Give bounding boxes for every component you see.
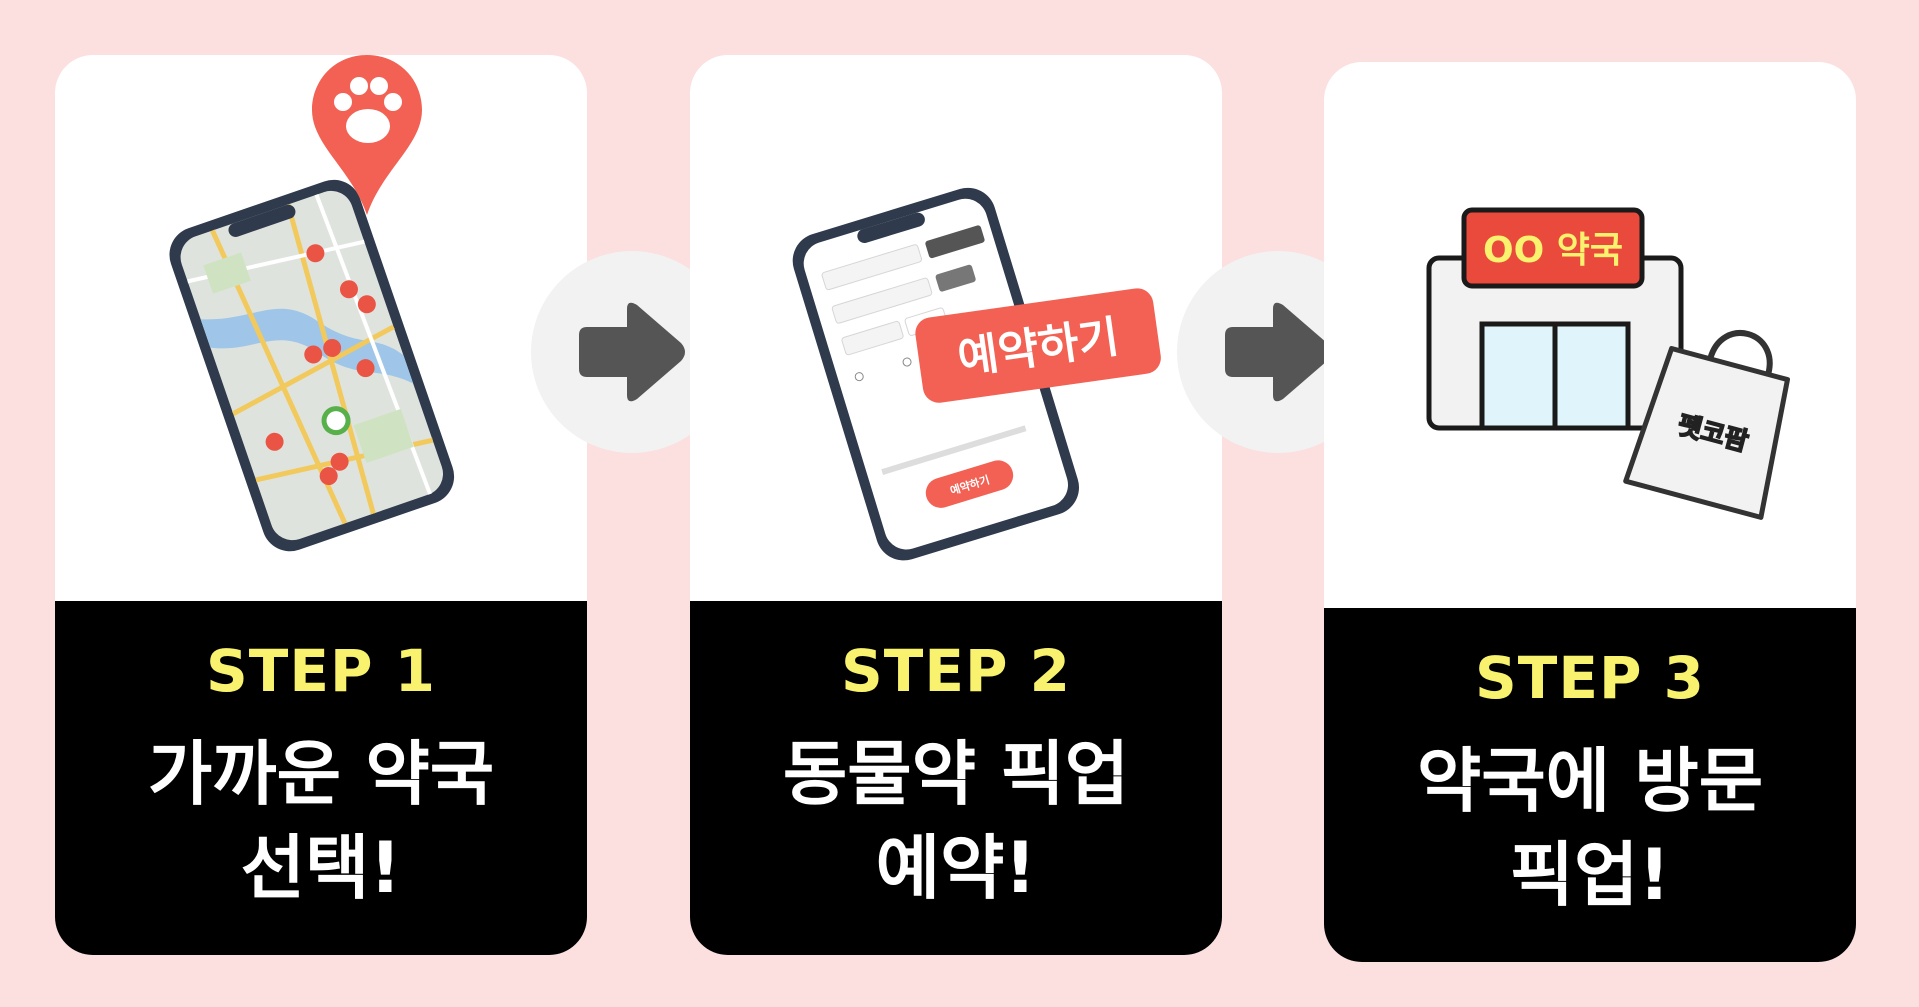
step-card-3: OO 약국 펫코팜 STEP 3 약국에 방문 픽업! <box>1324 62 1856 962</box>
arrow-right-icon <box>1225 302 1331 402</box>
step-card-1: STEP 1 가까운 약국 선택! <box>55 55 587 955</box>
phone-reservation-icon: 예약하기 예약하기 <box>792 187 1161 561</box>
step-2-label: STEP 2 <box>840 637 1071 705</box>
step-card-2: 예약하기 예약하기 STEP 2 동물약 픽업 예약! <box>690 55 1222 955</box>
step-1-text: 가까운 약국 선택! <box>147 733 495 909</box>
step-2-text: 동물약 픽업 예약! <box>782 733 1130 909</box>
step-3-caption: STEP 3 약국에 방문 픽업! <box>1324 608 1856 962</box>
phone-map-icon <box>169 55 455 552</box>
step-2-visual: 예약하기 예약하기 <box>690 55 1222 601</box>
pharmacy-sign-text: OO 약국 <box>1483 230 1623 271</box>
step-2-caption: STEP 2 동물약 픽업 예약! <box>690 601 1222 955</box>
step-1-caption: STEP 1 가까운 약국 선택! <box>55 601 587 955</box>
pharmacy-store-icon: OO 약국 펫코팜 <box>1426 207 1790 520</box>
step-1-visual <box>55 55 587 601</box>
arrow-right-icon <box>579 302 685 402</box>
step-3-label: STEP 3 <box>1474 644 1705 712</box>
step-3-text: 약국에 방문 픽업! <box>1416 740 1764 916</box>
step-3-visual: OO 약국 펫코팜 <box>1324 62 1856 608</box>
step-1-label: STEP 1 <box>205 637 436 705</box>
